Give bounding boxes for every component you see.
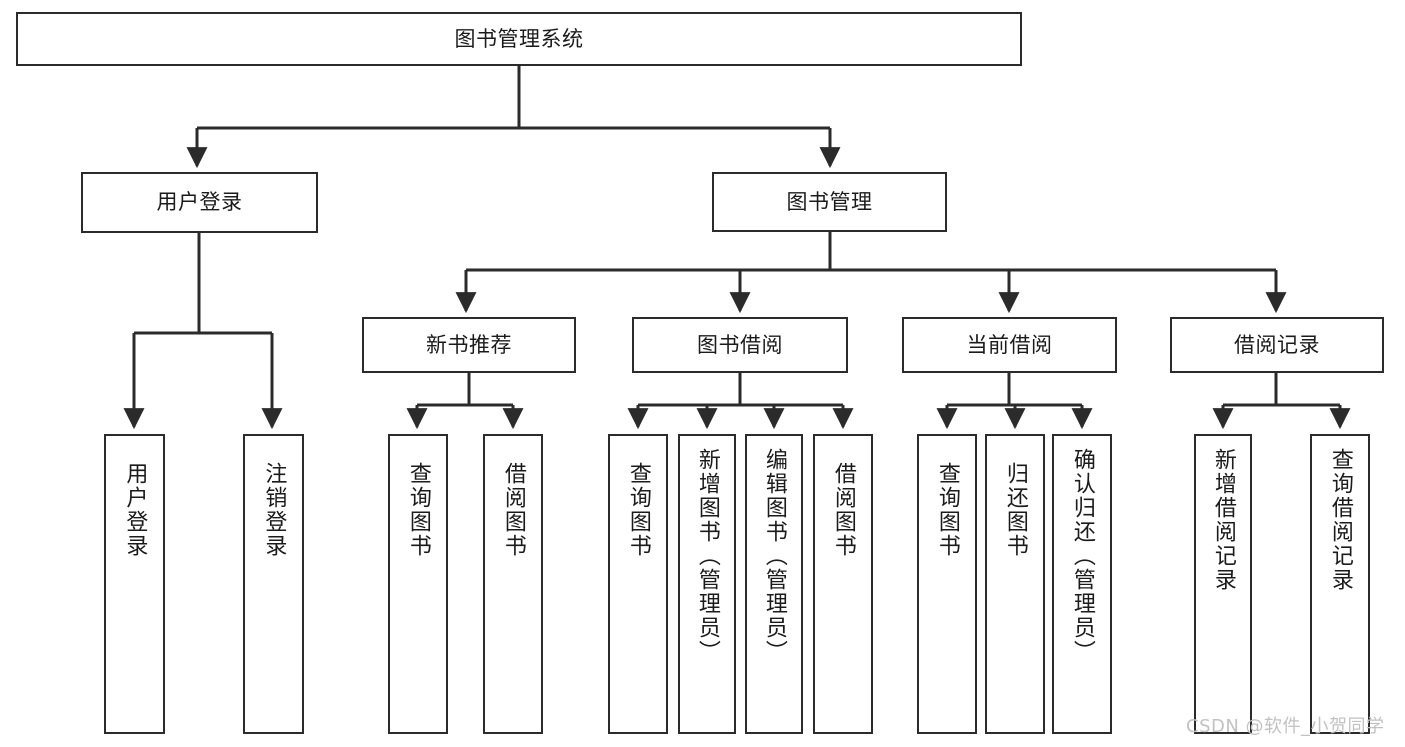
leaf-edit-book-admin-label: 编辑图书（管理员） [761,448,787,664]
leaf-borrow-book-new[interactable]: 借阅图书 [483,434,543,734]
node-new-book-recommend[interactable]: 新书推荐 [362,317,576,373]
leaf-query-book-current-label: 查询图书 [934,462,960,558]
leaf-borrow-book-new-label: 借阅图书 [500,462,526,558]
node-book-management[interactable]: 图书管理 [712,172,947,232]
node-current-borrow[interactable]: 当前借阅 [902,317,1117,373]
leaf-query-borrow-record-label: 查询借阅记录 [1327,448,1353,592]
leaf-query-book-borrow[interactable]: 查询图书 [608,434,668,734]
leaf-add-borrow-record[interactable]: 新增借阅记录 [1194,434,1252,734]
node-current-borrow-label: 当前借阅 [966,332,1053,357]
leaf-borrow-book-label: 借阅图书 [830,462,856,558]
node-book-borrow[interactable]: 图书借阅 [632,317,848,373]
node-book-borrow-label: 图书借阅 [697,332,783,357]
node-new-book-recommend-label: 新书推荐 [426,332,512,357]
leaf-return-book-label: 归还图书 [1002,462,1028,558]
leaf-logout[interactable]: 注销登录 [243,434,304,734]
leaf-add-borrow-record-label: 新增借阅记录 [1210,448,1236,592]
leaf-add-book-admin[interactable]: 新增图书（管理员） [678,434,736,734]
leaf-query-book-new[interactable]: 查询图书 [388,434,448,734]
leaf-query-borrow-record[interactable]: 查询借阅记录 [1310,434,1370,734]
leaf-add-book-admin-label: 新增图书（管理员） [694,448,720,664]
node-borrow-record[interactable]: 借阅记录 [1170,317,1384,373]
node-root[interactable]: 图书管理系统 [16,12,1022,66]
leaf-query-book-new-label: 查询图书 [405,462,431,558]
leaf-edit-book-admin[interactable]: 编辑图书（管理员） [745,434,803,734]
leaf-query-book-current[interactable]: 查询图书 [917,434,977,734]
leaf-borrow-book[interactable]: 借阅图书 [813,434,873,734]
leaf-return-book[interactable]: 归还图书 [985,434,1045,734]
node-user-login-label: 用户登录 [156,190,243,215]
leaf-user-login[interactable]: 用户登录 [104,434,165,734]
node-user-login[interactable]: 用户登录 [81,172,318,233]
node-borrow-record-label: 借阅记录 [1234,332,1320,357]
leaf-confirm-return-admin-label: 确认归还（管理员） [1069,448,1095,664]
leaf-query-book-borrow-label: 查询图书 [625,462,651,558]
node-book-management-label: 图书管理 [786,189,873,214]
leaf-logout-label: 注销登录 [261,462,287,558]
node-root-label: 图书管理系统 [454,26,584,51]
leaf-confirm-return-admin[interactable]: 确认归还（管理员） [1052,434,1112,734]
leaf-user-login-label: 用户登录 [122,462,148,558]
